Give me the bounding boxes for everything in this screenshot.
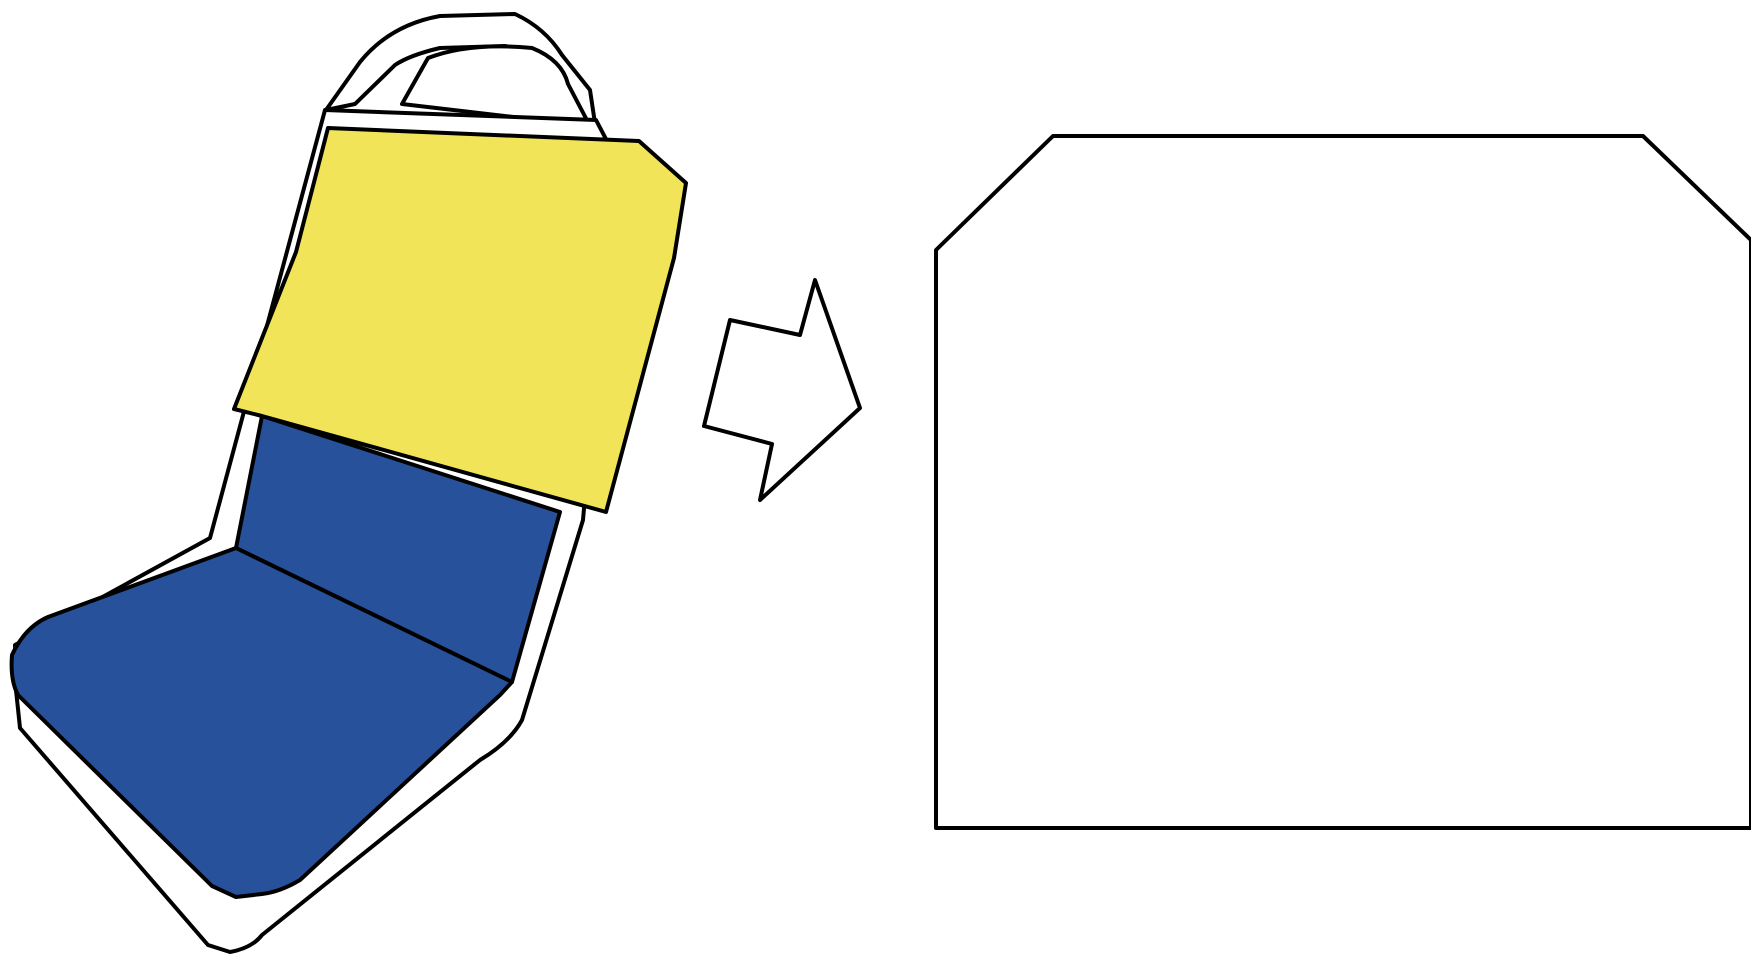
pattern-panel (936, 136, 1751, 828)
right-arrow-shape (704, 280, 860, 500)
seat-illustration (12, 14, 686, 952)
